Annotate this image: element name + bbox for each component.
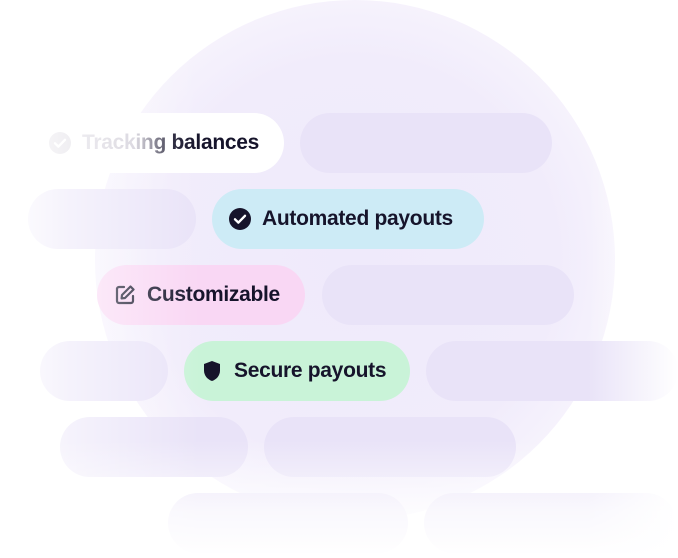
- placeholder-pill: [424, 493, 676, 553]
- shield-icon: [200, 359, 224, 383]
- customizable-label: Customizable: [147, 283, 280, 306]
- placeholder-pill: [300, 113, 552, 173]
- placeholder-pill: [322, 265, 574, 325]
- placeholder-pill: [426, 341, 678, 401]
- secure-payouts-chip: Secure payouts: [184, 341, 410, 401]
- edit-icon: [113, 283, 137, 307]
- placeholder-pill: [168, 493, 408, 553]
- tracking-balances-label: Tracking balances: [82, 131, 259, 154]
- tracking-balances-chip: Tracking balances: [32, 113, 284, 173]
- placeholder-pill: [28, 189, 196, 249]
- check-circle-icon: [48, 131, 72, 155]
- customizable-chip: Customizable: [97, 265, 305, 325]
- automated-payouts-chip: Automated payouts: [212, 189, 484, 249]
- placeholder-pill: [60, 417, 248, 477]
- check-circle-icon: [228, 207, 252, 231]
- secure-payouts-label: Secure payouts: [234, 359, 387, 382]
- placeholder-pill: [40, 341, 168, 401]
- automated-payouts-label: Automated payouts: [262, 207, 453, 230]
- placeholder-pill: [264, 417, 516, 477]
